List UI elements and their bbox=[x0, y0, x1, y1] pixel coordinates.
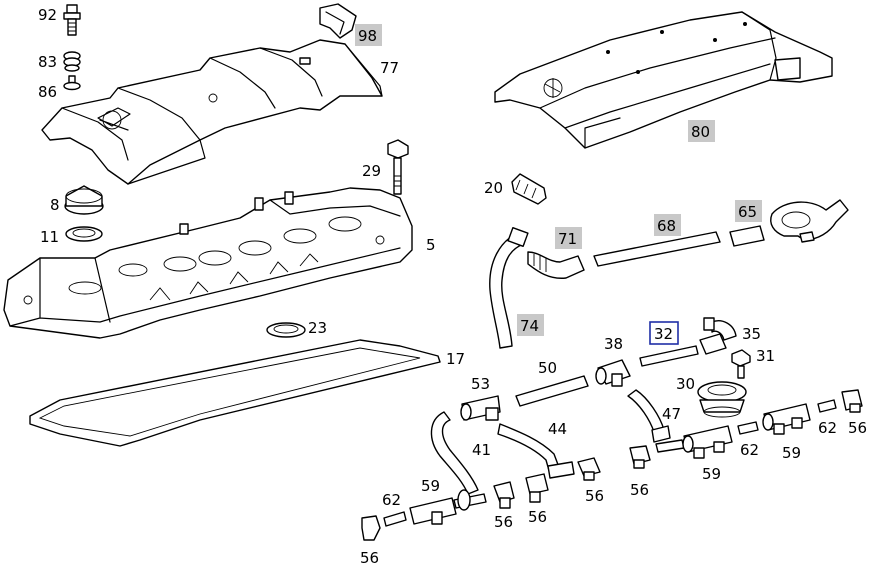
connector-53[interactable] bbox=[460, 395, 501, 421]
tube-68[interactable] bbox=[593, 231, 721, 267]
connector-59-right[interactable] bbox=[762, 403, 811, 435]
label-20[interactable]: 20 bbox=[484, 179, 503, 197]
label-bg-74 bbox=[517, 314, 544, 336]
tube-32[interactable] bbox=[639, 345, 699, 367]
tube-62-left[interactable] bbox=[383, 511, 407, 527]
engine-cover-80[interactable] bbox=[494, 11, 833, 149]
label-bg-80 bbox=[688, 120, 715, 142]
tube-62-mid[interactable] bbox=[737, 421, 759, 435]
label-56-e[interactable]: 56 bbox=[630, 481, 649, 499]
label-56-b[interactable]: 56 bbox=[494, 513, 513, 531]
label-59-left[interactable]: 59 bbox=[421, 477, 440, 495]
label-68[interactable]: 68 bbox=[657, 217, 676, 235]
label-bg-65 bbox=[735, 200, 762, 222]
label-56-d[interactable]: 56 bbox=[585, 487, 604, 505]
label-32[interactable]: 32 bbox=[654, 325, 673, 343]
label-83[interactable]: 83 bbox=[38, 53, 57, 71]
label-56-c[interactable]: 56 bbox=[528, 508, 547, 526]
label-62-right[interactable]: 62 bbox=[818, 419, 837, 437]
label-17[interactable]: 17 bbox=[446, 350, 465, 368]
elbow-56-a[interactable] bbox=[361, 515, 381, 541]
label-53[interactable]: 53 bbox=[471, 375, 490, 393]
label-56-a[interactable]: 56 bbox=[360, 549, 379, 567]
connector-59-left[interactable] bbox=[409, 489, 487, 525]
hose-41[interactable] bbox=[430, 411, 479, 495]
label-59-mid[interactable]: 59 bbox=[702, 465, 721, 483]
label-92[interactable]: 92 bbox=[38, 6, 57, 24]
connector-38[interactable] bbox=[595, 359, 631, 387]
plug-8[interactable] bbox=[64, 185, 104, 215]
label-5[interactable]: 5 bbox=[426, 236, 436, 254]
label-62-left[interactable]: 62 bbox=[382, 491, 401, 509]
elbow-56-e[interactable] bbox=[629, 445, 651, 469]
seal-11[interactable] bbox=[65, 226, 103, 242]
label-29[interactable]: 29 bbox=[362, 162, 381, 180]
hose-74[interactable] bbox=[489, 226, 529, 349]
elbow-56-d[interactable] bbox=[577, 457, 601, 481]
label-71[interactable]: 71 bbox=[558, 230, 577, 248]
clip-98[interactable] bbox=[319, 3, 357, 39]
label-56-f[interactable]: 56 bbox=[848, 419, 867, 437]
label-86[interactable]: 86 bbox=[38, 83, 57, 101]
seal-23[interactable] bbox=[266, 322, 306, 338]
label-74[interactable]: 74 bbox=[520, 317, 539, 335]
connector-59-mid[interactable] bbox=[682, 425, 733, 459]
elbow-56-b[interactable] bbox=[493, 481, 515, 509]
gasket-17[interactable] bbox=[29, 339, 441, 447]
fitting-65[interactable] bbox=[729, 199, 849, 247]
hose-35[interactable] bbox=[699, 317, 737, 355]
label-59-right[interactable]: 59 bbox=[782, 444, 801, 462]
label-bg-98 bbox=[355, 24, 382, 46]
label-50[interactable]: 50 bbox=[538, 359, 557, 377]
tube-62-right[interactable] bbox=[817, 399, 837, 413]
label-30[interactable]: 30 bbox=[676, 375, 695, 393]
label-77[interactable]: 77 bbox=[380, 59, 399, 77]
label-31[interactable]: 31 bbox=[756, 347, 775, 365]
part-labels: 92 83 86 98 77 80 29 8 11 5 20 71 68 65 … bbox=[38, 6, 867, 567]
grommet-83[interactable] bbox=[63, 51, 81, 72]
grommet-86[interactable] bbox=[63, 75, 81, 91]
label-bg-68 bbox=[654, 214, 681, 236]
tube-50[interactable] bbox=[515, 375, 589, 407]
hose-47[interactable] bbox=[627, 389, 685, 453]
hose-71[interactable] bbox=[527, 251, 585, 279]
label-bg-71 bbox=[555, 227, 582, 249]
selected-part-box-32[interactable] bbox=[649, 321, 679, 345]
bolt-92[interactable] bbox=[63, 4, 81, 36]
label-23[interactable]: 23 bbox=[308, 319, 327, 337]
label-35[interactable]: 35 bbox=[742, 325, 761, 343]
label-11[interactable]: 11 bbox=[40, 228, 59, 246]
label-80[interactable]: 80 bbox=[691, 123, 710, 141]
bolt-29[interactable] bbox=[387, 139, 409, 195]
valve-30[interactable] bbox=[697, 381, 747, 418]
label-47[interactable]: 47 bbox=[662, 405, 681, 423]
bolt-31[interactable] bbox=[731, 349, 751, 379]
label-8[interactable]: 8 bbox=[50, 196, 60, 214]
tee-56-mid[interactable] bbox=[547, 461, 575, 479]
elbow-56-f[interactable] bbox=[841, 389, 863, 413]
label-38[interactable]: 38 bbox=[604, 335, 623, 353]
label-62-mid[interactable]: 62 bbox=[740, 441, 759, 459]
plug-20[interactable] bbox=[511, 173, 547, 205]
elbow-56-c[interactable] bbox=[525, 473, 549, 503]
label-98[interactable]: 98 bbox=[358, 27, 377, 45]
label-41[interactable]: 41 bbox=[472, 441, 491, 459]
engine-cover-77[interactable] bbox=[41, 39, 383, 185]
label-44[interactable]: 44 bbox=[548, 420, 567, 438]
valve-cover-5[interactable] bbox=[3, 187, 413, 339]
label-65[interactable]: 65 bbox=[738, 203, 757, 221]
